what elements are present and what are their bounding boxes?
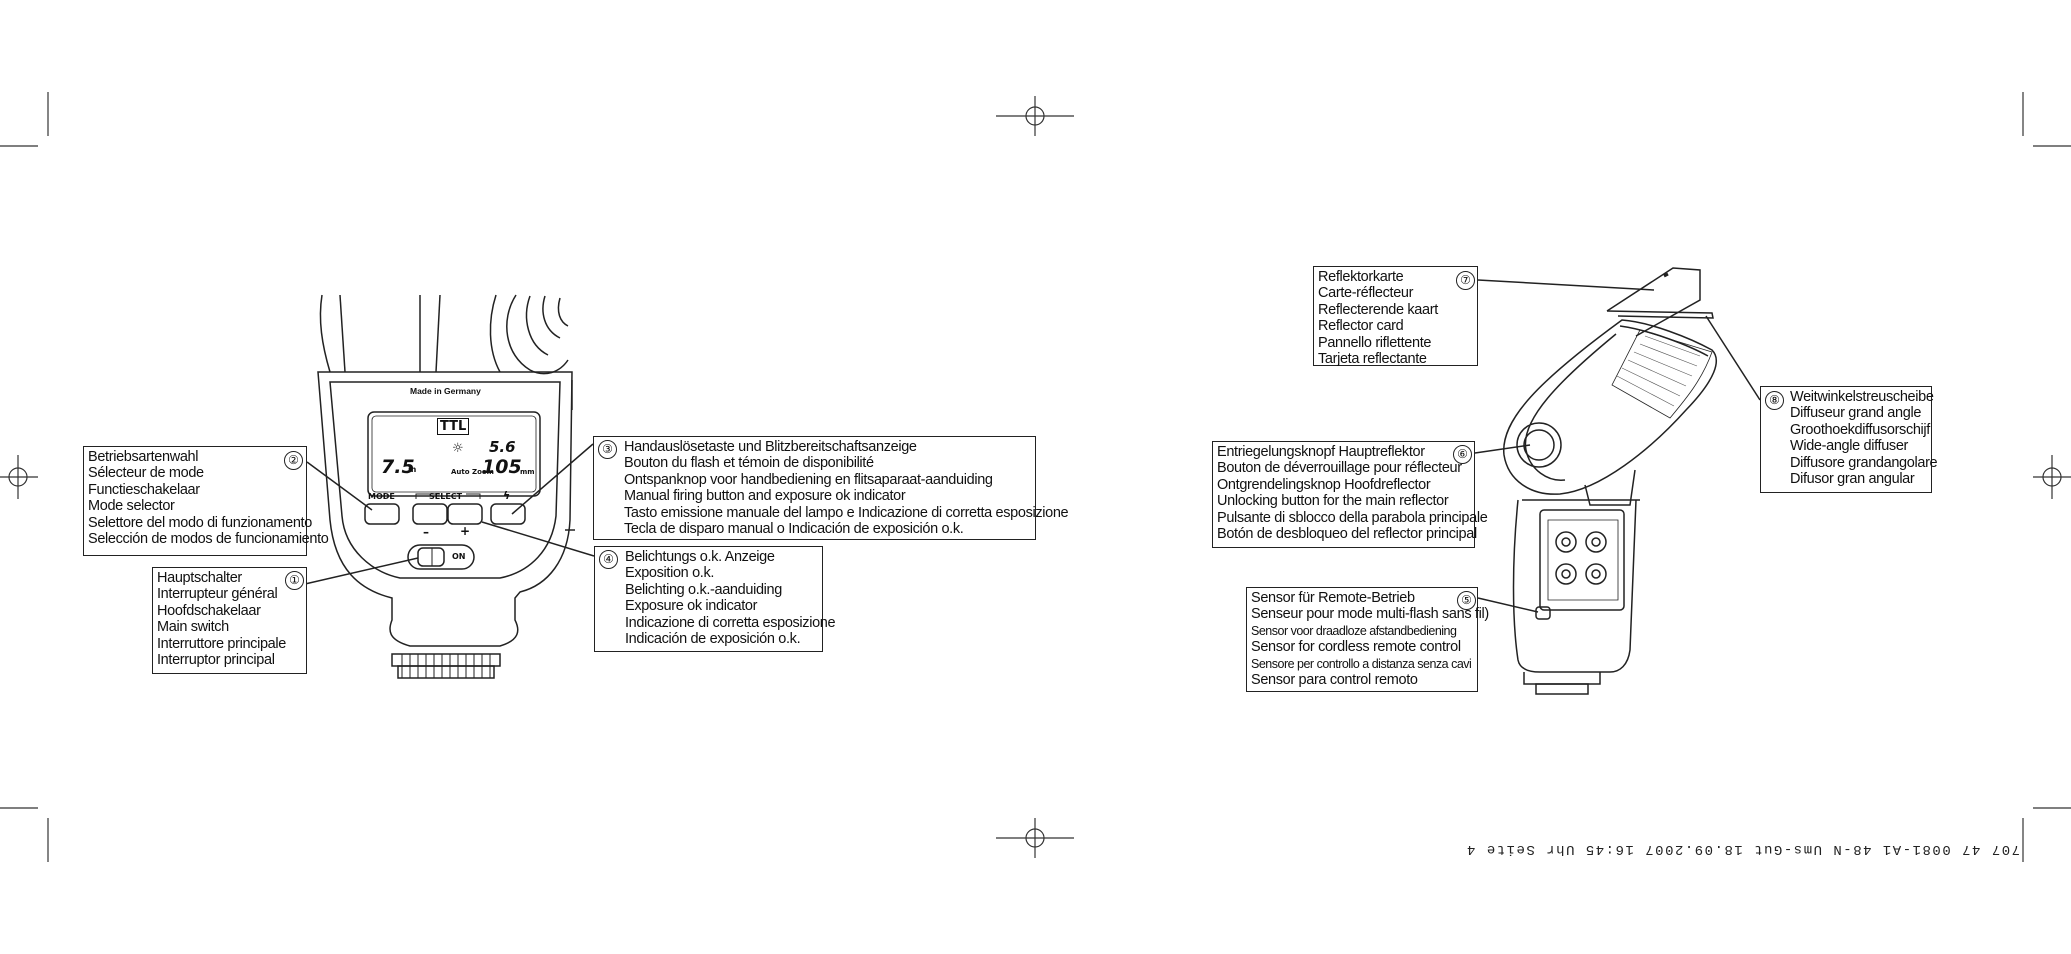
mode-button[interactable] [365, 504, 399, 524]
callout-manual-firing: ③ Handauslösetaste und Blitzbereitschaft… [593, 436, 1069, 540]
plus-button[interactable] [448, 504, 482, 524]
callout-line: Bouton de déverrouillage pour réflecteur [1217, 460, 1462, 477]
callout-line: Selettore del modo di funzionamento [88, 514, 312, 531]
callout-line: Pannello riflettente [1318, 334, 1432, 351]
lcd-distance: 7.5 [381, 456, 415, 478]
callout-remote-sensor: ⑤ Sensor für Remote-Betrieb Senseur pour… [1246, 587, 1489, 692]
callout-number: ③ [598, 440, 617, 459]
callout-line: Bouton du flash et témoin de disponibili… [624, 455, 874, 472]
callout-line: Sensor for cordless remote control [1251, 639, 1461, 656]
callout-number: ⑥ [1453, 445, 1472, 464]
lcd-zoom-value: 105 [482, 456, 522, 478]
callout-line: Interruptor principal [157, 652, 275, 669]
callout-number: ④ [599, 550, 618, 569]
lcd-distance-unit: m [408, 465, 417, 474]
flash-button[interactable] [491, 504, 525, 524]
callout-line: Reflektorkarte [1318, 269, 1404, 285]
callout-line: Sensore per controllo a distanza senza c… [1251, 656, 1472, 671]
callout-line: Manual firing button and exposure ok ind… [624, 488, 906, 505]
flash-back-view [304, 294, 595, 679]
callout-unlocking-button: ⑥ Entriegelungsknopf Hauptreflektor Bout… [1212, 441, 1488, 548]
mode-button-label: MODE [368, 492, 395, 501]
registration-mark-bottom [996, 818, 1074, 858]
crop-marks [0, 92, 2071, 862]
callout-line: Sensor für Remote-Betrieb [1251, 590, 1415, 606]
callout-line: Diffusore grandangolare [1790, 454, 1938, 471]
lcd-zoom-unit: mm [520, 468, 535, 476]
callout-number: ⑧ [1765, 391, 1784, 410]
callout-line: Interruttore principale [157, 635, 286, 652]
callout-line: Weitwinkelstreuscheibe [1790, 389, 1934, 405]
callout-wide-angle-diffuser: ⑧ Weitwinkelstreuscheibe Diffuseur grand… [1760, 386, 1938, 493]
callout-line: Unlocking button for the main reflector [1217, 493, 1449, 510]
callout-reflector-card: ⑦ Reflektorkarte Carte-réflecteur Reflec… [1313, 266, 1478, 368]
callout-line: Sélecteur de mode [88, 465, 204, 482]
callout-line: Wide-angle diffuser [1790, 438, 1909, 455]
lcd-sun-icon: ☼ [452, 441, 464, 456]
callout-line: Carte-réflecteur [1318, 285, 1414, 302]
callout-number: ② [284, 451, 303, 470]
callout-exposure-ok: ④ Belichtungs o.k. Anzeige Exposition o.… [594, 546, 836, 652]
callout-line: Selección de modos de funcionamiento [88, 531, 329, 548]
print-job-slug: 707 47 0081-A1 48-N Ums-Gut 18.09.2007 1… [1465, 841, 2020, 857]
callout-line: Exposure ok indicator [625, 598, 758, 615]
flash-button-label: ϟ [503, 489, 511, 502]
callout-main-switch: ① Hauptschalter Interrupteur général Hoo… [152, 567, 307, 674]
callout-line: Difusor gran angular [1790, 471, 1915, 488]
callout-mode-selector: ② Betriebsartenwahl Sélecteur de mode Fu… [83, 446, 329, 556]
lcd-mode: TTL [437, 418, 470, 435]
callout-line: Main switch [157, 619, 229, 636]
plus-button-label: + [460, 524, 471, 538]
lcd-zoom-label: Auto Zoom [451, 468, 494, 476]
on-switch-label: ON [452, 552, 466, 561]
callout-line: Ontspanknop voor handbediening en flitsa… [624, 471, 993, 488]
callout-number: ⑦ [1456, 271, 1475, 290]
callout-line: Diffuseur grand angle [1790, 405, 1922, 422]
callout-line: Betriebsartenwahl [88, 449, 199, 465]
select-button-label: SELECT [429, 492, 463, 501]
callout-line: Tecla de disparo manual o Indicación de … [624, 521, 964, 538]
callout-line: Groothoekdiffusorschijf [1790, 421, 1930, 438]
callout-line: Indicación de exposición o.k. [625, 631, 801, 648]
callout-line: Sensor para control remoto [1251, 672, 1418, 689]
callout-line: Reflector card [1318, 318, 1404, 335]
callout-line: Hauptschalter [157, 570, 242, 586]
minus-button[interactable] [413, 504, 447, 524]
callout-line: Sensor voor draadloze afstandbediening [1251, 623, 1457, 638]
callout-number: ① [285, 571, 304, 590]
callout-line: Botón de desbloqueo del reflector princi… [1217, 526, 1477, 543]
callout-number: ⑤ [1457, 591, 1476, 610]
callout-line: Handauslösetaste und Blitzbereitschaftsa… [624, 439, 917, 455]
callout-line: Indicazione di corretta esposizione [625, 614, 836, 631]
minus-button-label: – [423, 525, 429, 539]
callout-line: Exposition o.k. [625, 565, 715, 582]
callout-line: Mode selector [88, 498, 175, 515]
made-in-germany-label: Made in Germany [410, 386, 481, 396]
callout-line: Interrupteur général [157, 586, 278, 603]
registration-mark-left [0, 455, 38, 499]
callout-line: Ontgrendelingsknop Hoofdreflector [1217, 476, 1431, 493]
registration-mark-top [996, 96, 1074, 136]
callout-line: Hoofdschakelaar [157, 602, 261, 619]
callout-line: Senseur pour mode multi-flash sans fil) [1251, 606, 1489, 623]
callout-line: Functieschakelaar [88, 481, 200, 498]
lcd-aperture: 5.6 [489, 438, 516, 456]
callout-line: Tarjeta reflectante [1318, 351, 1427, 368]
registration-mark-right [2033, 455, 2071, 499]
callout-line: Reflecterende kaart [1318, 301, 1438, 318]
callout-line: Pulsante di sblocco della parabola princ… [1217, 509, 1488, 526]
callout-line: Tasto emissione manuale del lampo e Indi… [624, 504, 1069, 521]
flash-side-view [1474, 267, 1761, 695]
callout-line: Belichtungs o.k. Anzeige [625, 549, 775, 565]
callout-line: Entriegelungsknopf Hauptreflektor [1217, 444, 1425, 460]
callout-line: Belichting o.k.-aanduiding [625, 581, 782, 598]
